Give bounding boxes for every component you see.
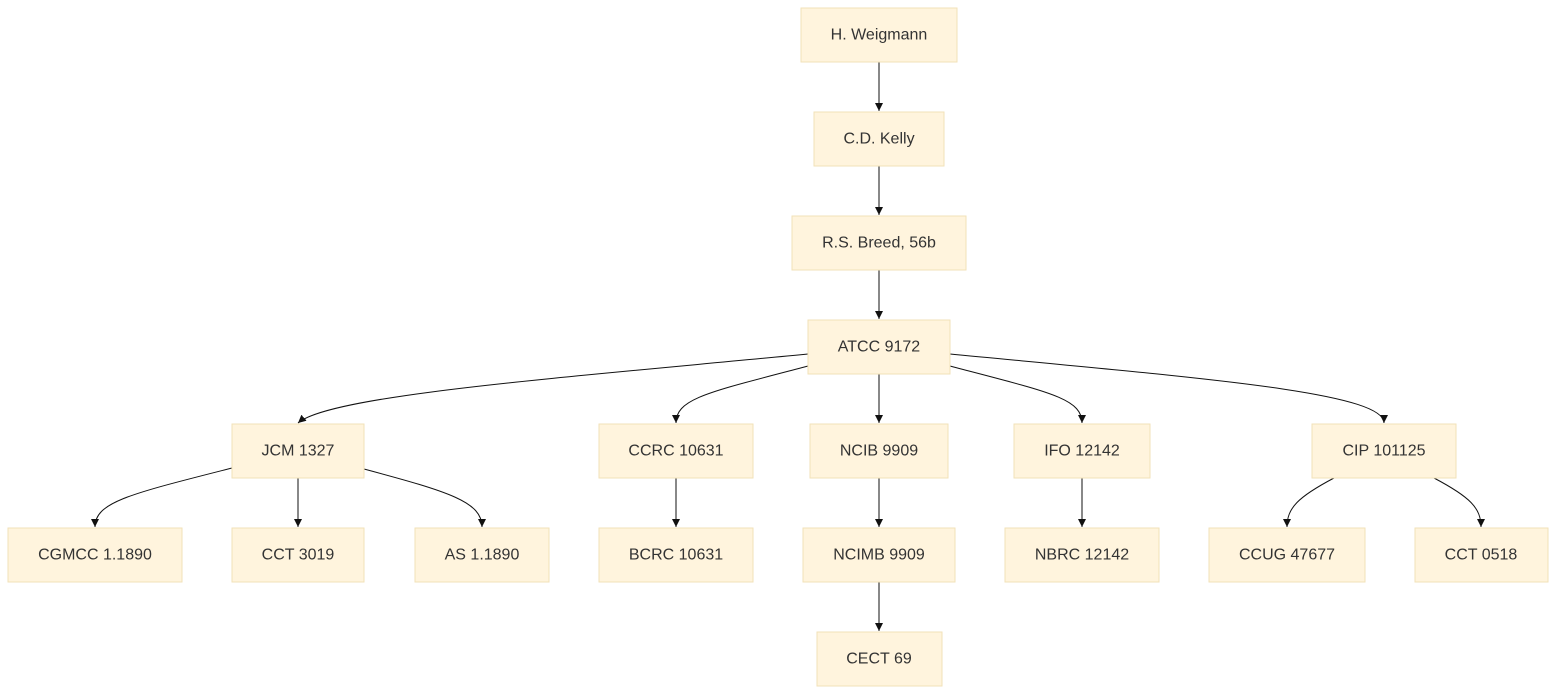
node-ifo-12142[interactable]: IFO 12142 <box>1013 423 1151 479</box>
node-label: IFO 12142 <box>1044 443 1120 460</box>
node-cip-101125[interactable]: CIP 101125 <box>1311 423 1457 479</box>
node-label: NBRC 12142 <box>1035 547 1129 564</box>
edge-atcc-cip <box>949 353 1388 424</box>
edge-cip-cct0518 <box>1433 477 1485 528</box>
nodes: H. Weigmann C.D. Kelly R.S. Breed, 56b A… <box>7 7 1549 687</box>
node-jcm-1327[interactable]: JCM 1327 <box>231 423 365 479</box>
node-label: AS 1.1890 <box>445 547 520 564</box>
node-as-1-1890[interactable]: AS 1.1890 <box>414 527 550 583</box>
node-nbrc-12142[interactable]: NBRC 12142 <box>1004 527 1160 583</box>
node-rs-breed[interactable]: R.S. Breed, 56b <box>791 215 967 271</box>
node-cect-69[interactable]: CECT 69 <box>816 631 943 687</box>
edge-jcm-cgmcc <box>91 467 233 528</box>
node-h-weigmann[interactable]: H. Weigmann <box>800 7 958 63</box>
node-label: H. Weigmann <box>831 27 928 44</box>
edge-cip-ccug <box>1283 477 1335 528</box>
node-label: JCM 1327 <box>262 443 335 460</box>
node-bcrc-10631[interactable]: BCRC 10631 <box>598 527 754 583</box>
node-label: CCT 3019 <box>262 547 335 564</box>
node-label: BCRC 10631 <box>629 547 723 564</box>
node-ccug-47677[interactable]: CCUG 47677 <box>1208 527 1366 583</box>
edges <box>91 62 1485 631</box>
node-ccrc-10631[interactable]: CCRC 10631 <box>598 423 754 479</box>
node-label: CCRC 10631 <box>628 443 723 460</box>
node-ncimb-9909[interactable]: NCIMB 9909 <box>802 527 956 583</box>
node-cgmcc-1-1890[interactable]: CGMCC 1.1890 <box>7 527 183 583</box>
node-atcc-9172[interactable]: ATCC 9172 <box>807 319 951 375</box>
node-cct-0518[interactable]: CCT 0518 <box>1414 527 1549 583</box>
node-label: NCIB 9909 <box>840 443 918 460</box>
node-ncib-9909[interactable]: NCIB 9909 <box>809 423 949 479</box>
node-label: ATCC 9172 <box>838 339 921 356</box>
edge-atcc-jcm <box>297 353 809 424</box>
node-label: C.D. Kelly <box>843 131 914 148</box>
edge-atcc-ifo <box>949 365 1086 424</box>
node-cct-3019[interactable]: CCT 3019 <box>231 527 365 583</box>
node-label: CCUG 47677 <box>1239 547 1335 564</box>
edge-jcm-as <box>363 468 486 528</box>
node-label: CECT 69 <box>846 651 912 668</box>
edge-atcc-ccrc <box>672 365 809 424</box>
node-label: CGMCC 1.1890 <box>38 547 152 564</box>
node-cd-kelly[interactable]: C.D. Kelly <box>813 111 945 167</box>
node-label: R.S. Breed, 56b <box>822 235 936 252</box>
node-label: CCT 0518 <box>1445 547 1518 564</box>
node-label: CIP 101125 <box>1342 443 1425 460</box>
node-label: NCIMB 9909 <box>833 547 925 564</box>
